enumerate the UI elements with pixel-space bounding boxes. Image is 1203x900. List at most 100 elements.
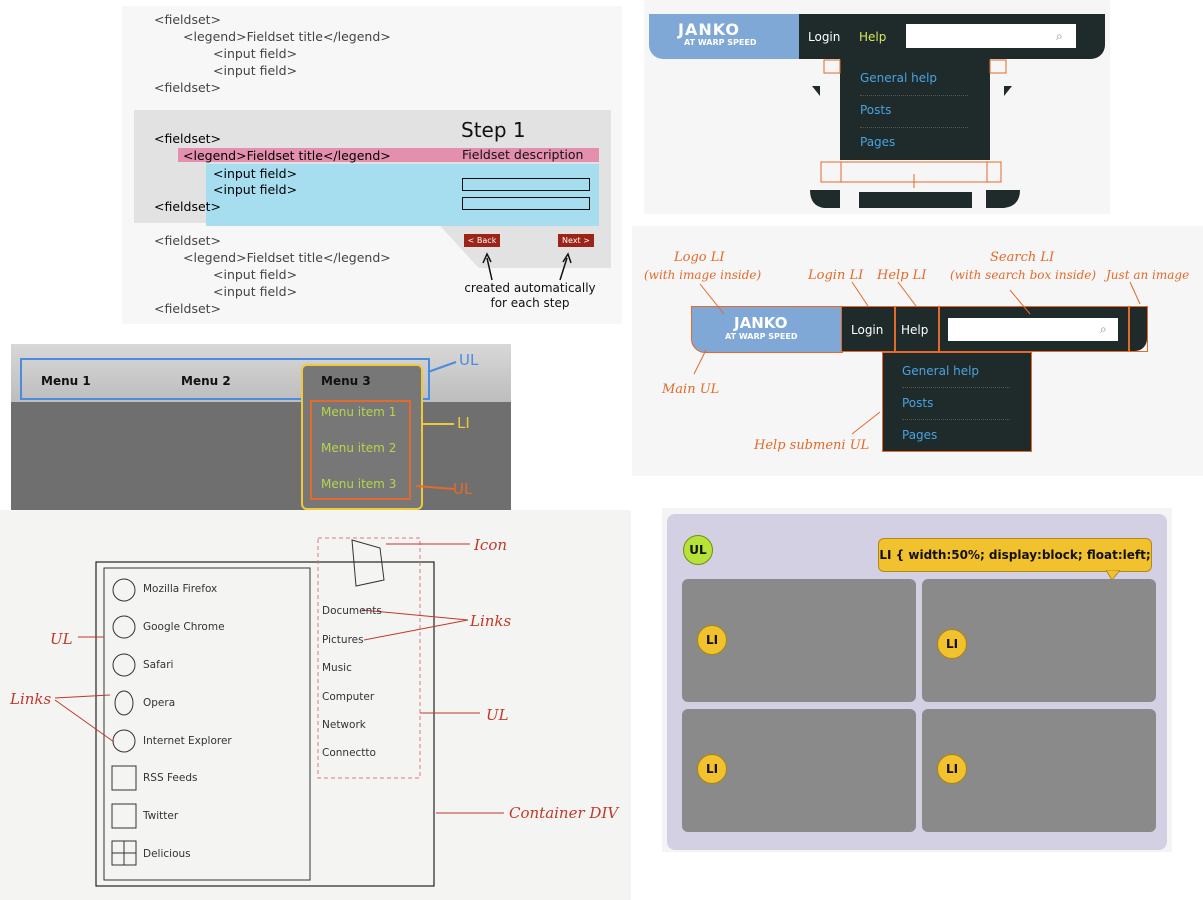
input-highlight <box>206 164 599 226</box>
grid-diagram-panel: UL LI { width:50%; display:block; float:… <box>662 508 1172 852</box>
ul-label-right: UL <box>486 706 509 724</box>
ul-badge: UL <box>683 535 713 565</box>
code-line: <fieldset> <box>154 233 222 248</box>
input-box[interactable] <box>462 178 590 191</box>
links-label-left: Links <box>10 690 52 708</box>
help-submenu-label: Help submeni UL <box>754 438 870 453</box>
code-line: <legend>Fieldset title</legend> <box>183 250 391 265</box>
code-line: <legend>Fieldset title</legend> <box>183 29 391 44</box>
login-li <box>841 306 896 352</box>
label-lines <box>416 361 457 490</box>
ul-label-left: UL <box>50 630 73 648</box>
nav-help[interactable]: Help <box>901 323 929 337</box>
link-chrome[interactable]: Google Chrome <box>143 621 225 633</box>
search-li-label: Search LI <box>990 250 1055 265</box>
logo-li-note: (with image inside) <box>644 268 762 282</box>
container-label: Container DIV <box>509 804 619 822</box>
logo-text: JANKO <box>678 20 741 39</box>
submenu-pages[interactable]: Pages <box>902 428 938 442</box>
code-line: <fieldset> <box>154 199 222 214</box>
search-icon[interactable]: ⌕ <box>1056 29 1063 43</box>
link-delicious[interactable]: Delicious <box>143 848 191 860</box>
divider <box>902 419 1010 420</box>
link-rss[interactable]: RSS Feeds <box>143 772 198 784</box>
li-badge: LI <box>697 625 727 655</box>
submenu-general-help[interactable]: General help <box>902 364 980 378</box>
help-li-label: Help LI <box>877 268 927 283</box>
code-line: <input field> <box>213 182 298 197</box>
link-pictures[interactable]: Pictures <box>322 634 364 646</box>
menu-bar <box>11 344 511 402</box>
just-image-label: Just an image <box>1106 268 1190 282</box>
step-title: Step 1 <box>461 118 526 142</box>
janko-nav-panel: JANKO AT WARP SPEED Login Help ⌕ General… <box>644 0 1110 214</box>
menu-item-1[interactable]: Menu item 1 <box>321 405 397 419</box>
search-li-note: (with search box inside) <box>950 268 1097 282</box>
submenu-posts[interactable]: Posts <box>902 396 934 410</box>
help-submenu <box>840 59 990 160</box>
input-box[interactable] <box>462 197 590 210</box>
code-line: <fieldset> <box>154 131 222 146</box>
link-twitter[interactable]: Twitter <box>143 810 179 822</box>
search-icon[interactable]: ⌕ <box>1100 322 1107 336</box>
logo-li-label: Logo LI <box>674 250 725 265</box>
link-music[interactable]: Music <box>322 662 352 674</box>
link-documents[interactable]: Documents <box>322 605 382 617</box>
menu-diagram-panel: Menu 1 Menu 2 Menu 3 Menu item 1 Menu it… <box>11 344 511 525</box>
next-button[interactable]: Next > <box>558 234 594 247</box>
ul-label: UL <box>453 480 473 498</box>
menu-item-2[interactable]: Menu item 2 <box>321 441 397 455</box>
link-connect[interactable]: Connectto <box>322 747 376 759</box>
menu-1[interactable]: Menu 1 <box>41 374 91 388</box>
search-li <box>938 306 1130 352</box>
li-badge: LI <box>937 629 967 659</box>
icon-label: Icon <box>474 536 508 554</box>
li-badge: LI <box>937 754 967 784</box>
menu-item-3[interactable]: Menu item 3 <box>321 477 397 491</box>
link-computer[interactable]: Computer <box>322 691 375 703</box>
link-network[interactable]: Network <box>322 719 366 731</box>
menu-2[interactable]: Menu 2 <box>181 374 231 388</box>
code-line: <fieldset> <box>154 12 222 27</box>
code-line: <legend>Fieldset title</legend> <box>183 148 391 163</box>
submenu-posts[interactable]: Posts <box>860 103 892 117</box>
sketch-panel: Mozilla Firefox Google Chrome Safari Ope… <box>0 510 631 900</box>
arrows <box>482 252 572 281</box>
divider <box>860 127 968 128</box>
submenu-general-help[interactable]: General help <box>860 71 938 85</box>
nav-login[interactable]: Login <box>808 30 841 44</box>
search-input[interactable] <box>906 24 1076 48</box>
logo-subtext: AT WARP SPEED <box>684 38 757 47</box>
caption: created automatically for each step <box>464 281 596 310</box>
link-opera[interactable]: Opera <box>143 697 176 709</box>
link-safari[interactable]: Safari <box>143 659 174 671</box>
logo-li[interactable] <box>691 306 843 353</box>
search-input[interactable] <box>948 318 1118 341</box>
sketch-lines <box>54 537 504 887</box>
li-style-tooltip: LI { width:50%; display:block; float:lef… <box>878 538 1152 594</box>
dropdown-li-outline <box>301 364 423 510</box>
login-li-label: Login LI <box>808 268 864 283</box>
nav-help[interactable]: Help <box>859 30 887 44</box>
code-line: <input field> <box>213 63 298 78</box>
logo-area[interactable] <box>649 14 799 59</box>
corner-guides <box>810 59 1020 208</box>
submenu-ul-outline <box>310 400 411 500</box>
code-line: <input field> <box>213 284 298 299</box>
link-ie[interactable]: Internet Explorer <box>143 735 232 747</box>
fieldset-diagram-panel: <fieldset> <legend>Fieldset title</legen… <box>122 6 622 324</box>
fieldset-description: Fieldset description <box>462 147 584 162</box>
legend-highlight <box>178 148 599 162</box>
image-li <box>1128 306 1148 352</box>
nav-login[interactable]: Login <box>851 323 884 337</box>
menu-3[interactable]: Menu 3 <box>321 374 371 388</box>
help-li <box>894 306 940 352</box>
logo-subtext: AT WARP SPEED <box>725 332 798 341</box>
code-line: <input field> <box>213 46 298 61</box>
tooltip-pointer <box>1105 570 1121 581</box>
code-line: <input field> <box>213 166 298 181</box>
links-label: Links <box>470 612 512 630</box>
link-firefox[interactable]: Mozilla Firefox <box>143 583 218 595</box>
back-button[interactable]: < Back <box>464 234 500 247</box>
submenu-pages[interactable]: Pages <box>860 135 896 149</box>
